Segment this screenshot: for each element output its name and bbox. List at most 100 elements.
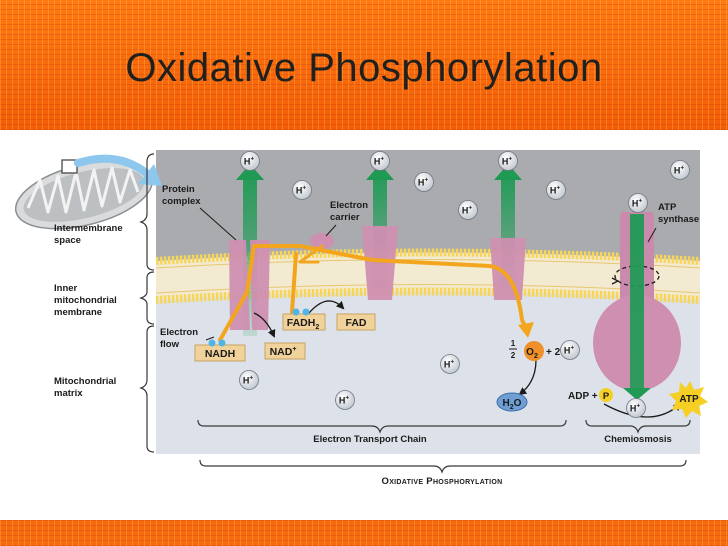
electron-carrier-callout-2: carrier	[330, 212, 360, 223]
svg-text:H+: H+	[418, 177, 429, 188]
proton-charge: +	[302, 185, 306, 192]
fadh2-label: FADH	[287, 317, 316, 329]
atp-synthase-leader	[647, 227, 657, 243]
proton-label: H	[502, 157, 509, 167]
svg-text:FADH2: FADH2	[287, 317, 320, 331]
svg-text:O2: O2	[526, 347, 538, 360]
inner-membrane-label-2: mitochondrial	[54, 295, 117, 306]
oxygen-to-water-arrow	[518, 359, 537, 396]
proton-ion: H+	[240, 151, 260, 171]
proton-label: H	[444, 360, 451, 370]
water-subscript: 2	[510, 404, 514, 411]
svg-text:Intermembrane space In: Intermembrane space Inner mitochondrial …	[54, 223, 125, 399]
electron-carrier-callout-1: Electron	[330, 200, 368, 211]
etc-bracket	[197, 419, 567, 434]
protein-complex-3	[362, 226, 398, 300]
proton-charge: +	[468, 205, 472, 212]
proton-ion: H+	[239, 370, 259, 390]
synthase-proton-channel	[630, 214, 644, 390]
phosphate-label: P	[603, 391, 610, 402]
nad-label: NAD	[270, 346, 293, 358]
proton-charge: +	[450, 359, 454, 366]
svg-text:H+: H+	[374, 156, 385, 167]
nad-box: NAD+	[264, 342, 306, 360]
nad-charge: +	[292, 346, 296, 353]
proton-charge: +	[636, 403, 640, 410]
electron-flow-path	[218, 244, 528, 342]
proton-charge: +	[638, 198, 642, 205]
proton-charge: +	[250, 156, 254, 163]
proton-column-arrow-3	[494, 164, 522, 180]
synthase-proton-arrow-head	[623, 388, 651, 400]
svg-text:H+: H+	[632, 198, 643, 209]
proton-label: H	[243, 376, 250, 386]
electron-carrier-leader	[325, 224, 337, 237]
proton-label: H	[462, 206, 469, 216]
electron-flow-callout-1: Electron	[160, 327, 198, 338]
nadh-to-nad-arrow	[253, 312, 276, 338]
svg-text:H+: H+	[444, 359, 455, 370]
half-denominator: 2	[511, 351, 516, 360]
proton-label: H	[374, 157, 381, 167]
svg-text:H+: H+	[462, 205, 473, 216]
phosphate-badge	[599, 388, 613, 402]
fadh2-box: FADH2	[282, 308, 326, 331]
proton-ion: H+	[560, 340, 580, 360]
protein-complex-1	[229, 240, 270, 330]
proton-label: H	[550, 186, 557, 196]
proton-charge: +	[249, 375, 253, 382]
svg-text:H+: H+	[564, 345, 575, 356]
oxidative-phosphorylation-diagram: Intermembrane space Inner mitochondrial …	[14, 150, 708, 487]
fad-label: FAD	[346, 317, 367, 329]
proton-ion: H+	[626, 398, 646, 418]
proton-label: H	[296, 186, 303, 196]
proton-charge: +	[380, 156, 384, 163]
svg-text:H+: H+	[630, 403, 641, 414]
proton-ion: H+	[546, 180, 566, 200]
proton-ion: H+	[628, 193, 648, 213]
proton-charge: +	[680, 165, 684, 172]
proton-charge: +	[508, 156, 512, 163]
proton-charge: +	[570, 345, 574, 352]
protein-complex-4	[490, 238, 526, 300]
mitochondrion-icon	[14, 160, 154, 230]
svg-text:H+: H+	[243, 375, 254, 386]
oxygen-reaction: 1 2 O2 + 2	[509, 339, 561, 361]
intermembrane-label-1: Intermembrane	[54, 223, 123, 234]
proton-ion: H+	[440, 354, 460, 374]
half-numerator: 1	[511, 339, 516, 348]
zoom-arrow-head	[138, 164, 162, 186]
svg-text:H2O: H2O	[503, 398, 522, 411]
electron-flow-leader	[205, 336, 215, 341]
oxygen-label: O	[526, 347, 534, 358]
atp-synthase-callout-1: ATP	[658, 202, 677, 213]
svg-text:H+: H+	[339, 395, 350, 406]
nadh-label: NADH	[205, 348, 235, 360]
svg-text:Protein complex Electr: Protein complex Electron carrier Electro…	[160, 184, 699, 350]
intermembrane-label-2: space	[54, 235, 81, 246]
matrix-label-2: matrix	[54, 388, 83, 399]
adp-label: ADP +	[568, 391, 598, 402]
atp-label: ATP	[679, 394, 699, 405]
oxygen-badge	[524, 341, 544, 361]
protein-complex-callout-1: Protein	[162, 184, 195, 195]
fadh2-subscript: 2	[315, 324, 319, 331]
brace-matrix	[139, 325, 155, 453]
chemiosmosis-label: Chemiosmosis	[604, 434, 672, 445]
proton-charge: +	[424, 177, 428, 184]
proton-ion: H+	[458, 200, 478, 220]
electron-flow-callout-2: flow	[160, 339, 180, 350]
proton-label: H	[244, 157, 251, 167]
proton-column-arrow-2	[366, 164, 394, 180]
svg-text:H+: H+	[244, 156, 255, 167]
inner-membrane-label-3: membrane	[54, 307, 102, 318]
svg-text:H+: H+	[550, 185, 561, 196]
fad-box: FAD	[336, 313, 376, 331]
protein-complex-callout-2: complex	[162, 196, 201, 207]
svg-text:NAD+: NAD+	[270, 346, 297, 358]
oxphos-label: Oxidative Phosphorylation	[382, 476, 503, 487]
svg-text:H+: H+	[296, 185, 307, 196]
proton-charge: +	[345, 395, 349, 402]
proton-label: H	[564, 346, 571, 356]
proton-label: H	[632, 199, 639, 209]
